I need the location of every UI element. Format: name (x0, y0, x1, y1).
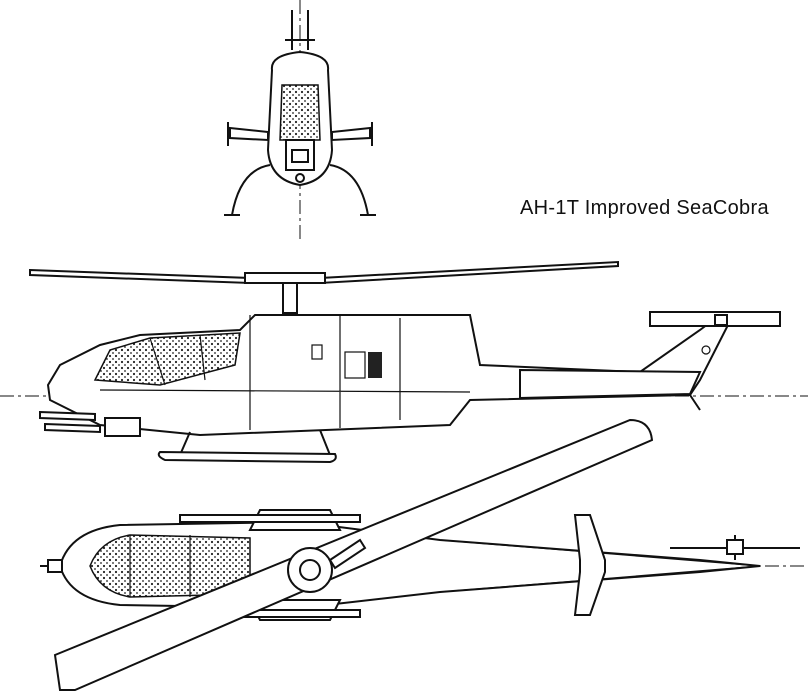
side-view (0, 260, 808, 464)
drawing-title: AH-1T Improved SeaCobra (520, 197, 769, 219)
front-view (224, 0, 376, 240)
top-view (40, 418, 808, 691)
